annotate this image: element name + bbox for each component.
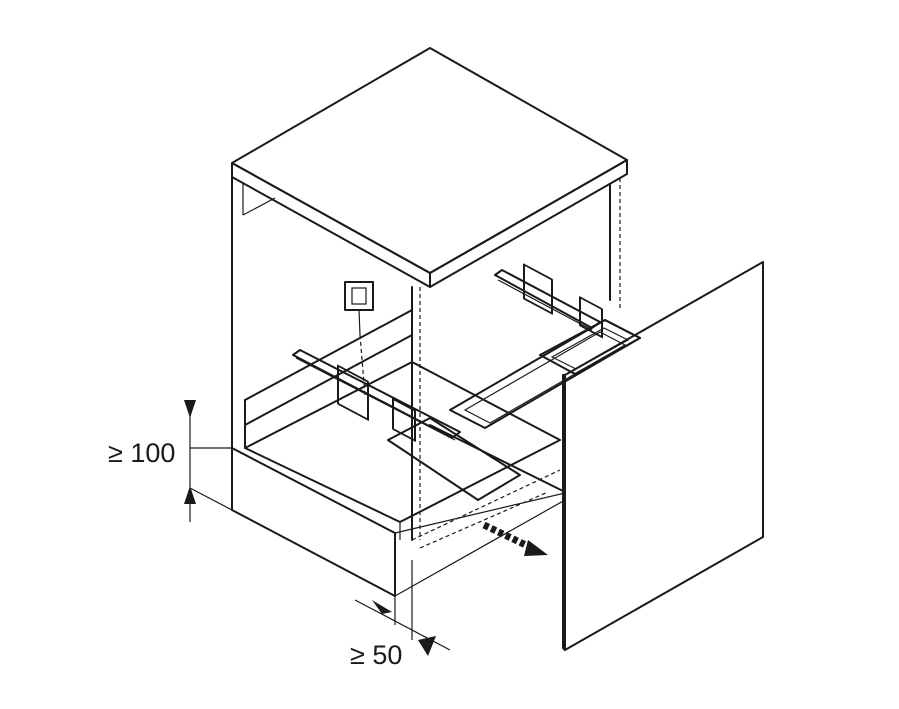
cabinet-top [231,47,628,288]
power-supply-icon [344,281,374,396]
depth-label: ≥ 50 [350,640,402,670]
dimension-arrow-icon [372,600,392,614]
height-dimension: ≥ 100 [108,400,233,522]
cabinet-left-side [231,176,421,541]
dimension-arrow-icon [418,636,436,656]
drawer-frame [429,319,641,493]
runner-rail-left [292,349,461,441]
depth-dimension: ≥ 50 [350,560,451,670]
control-board [387,417,521,501]
dimension-arrow-icon [184,486,196,504]
drawer-front-panel [562,261,764,651]
drawer-box [244,309,561,549]
dimension-arrow-icon [184,400,196,418]
height-label: ≥ 100 [108,438,175,468]
cabinet-right-side [609,178,621,310]
pull-direction-arrow-icon [482,521,548,556]
